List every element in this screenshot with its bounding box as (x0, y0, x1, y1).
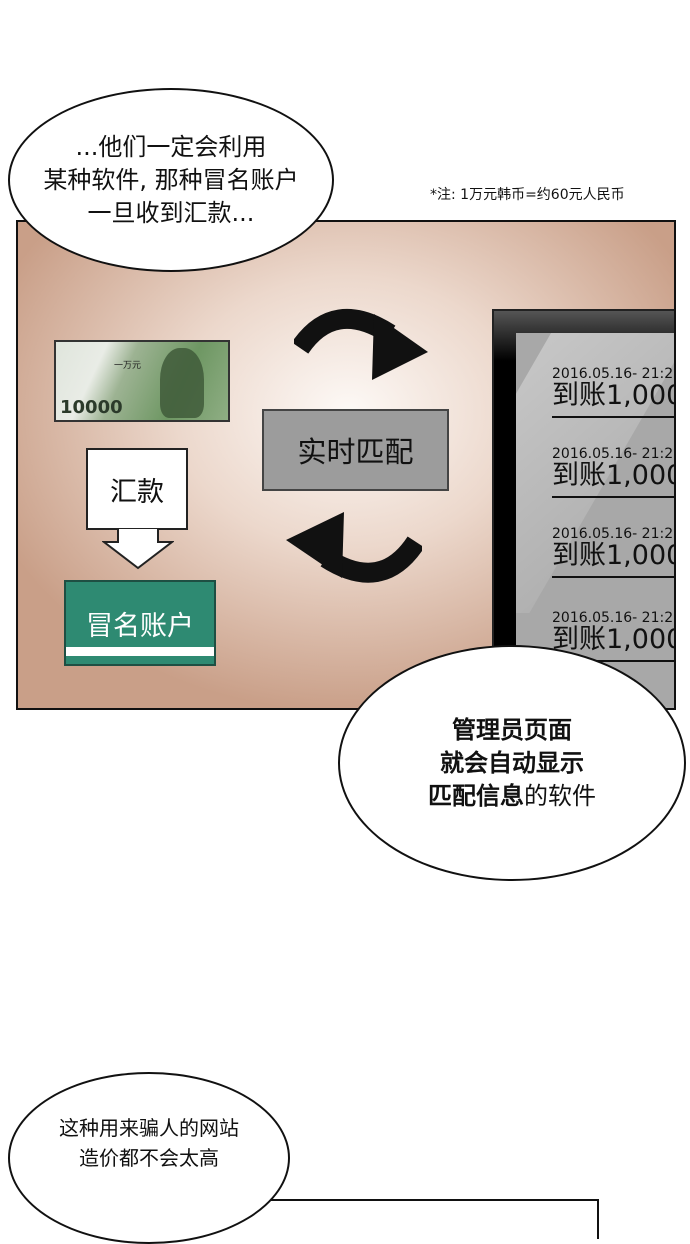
curved-arrow-bottom-icon (286, 512, 422, 583)
bubble-line: 这种用来骗人的网站 (59, 1116, 239, 1140)
speech-bubble-bottom: 这种用来骗人的网站造价都不会太高 (8, 1072, 290, 1244)
curved-arrow-top-icon (294, 309, 428, 380)
speech-bubble-right: 管理员页面 就会自动显示 匹配信息的软件 (338, 645, 686, 881)
match-label: 实时匹配 (297, 435, 414, 469)
down-arrow-icon (102, 528, 174, 570)
bubble-line: ...他们一定会利用 (75, 132, 267, 161)
banknote-word: 一万元 (114, 361, 142, 371)
account-label: 冒名账户 (86, 611, 194, 642)
entry-date: 2016.05.16- 21:22 (552, 610, 676, 626)
portrait-image (160, 348, 204, 418)
bubble-line: 匹配信息的软件 (428, 780, 596, 813)
entry-date: 2016.05.16- 21:22 (552, 366, 676, 382)
bubble-line: 就会自动显示 (440, 748, 584, 777)
banknote-value: 10000 (60, 397, 123, 418)
entry-amount: 到账1,000 (552, 460, 676, 491)
entry-amount: 到账1,000 (552, 540, 676, 571)
footnote: *注: 1万元韩币=约60元人民币 (430, 187, 625, 203)
entry-date: 2016.05.16- 21:22 (552, 526, 676, 542)
bubble-bold-text: 匹配信息 (428, 781, 524, 810)
bubble-line: 管理员页面 (452, 715, 572, 744)
entry-amount: 到账1,000 (552, 624, 676, 655)
fake-account-box: 冒名账户 (64, 580, 216, 666)
entry-date: 2016.05.16- 21:22 (552, 446, 676, 462)
bubble-text: 的软件 (524, 781, 596, 810)
bubble-line: 造价都不会太高 (79, 1146, 219, 1170)
realtime-match-box: 实时匹配 (262, 409, 449, 491)
send-label: 汇款 (110, 476, 164, 508)
bubble-line: 某种软件, 那种冒名账户 (43, 165, 299, 194)
speech-bubble-top: ...他们一定会利用 某种软件, 那种冒名账户 一旦收到汇款... (8, 88, 334, 272)
entry-amount: 到账1,000 (552, 380, 676, 411)
next-panel-border (265, 1199, 599, 1239)
bubble-text-block: 这种用来骗人的网站造价都不会太高 (59, 1113, 239, 1173)
comic-panel: 一万元 10000 汇款 冒名账户 实时匹配 2016.05.16- 21:22… (16, 220, 676, 710)
banknote-image: 一万元 10000 (54, 340, 230, 422)
bubble-line: 一旦收到汇款... (87, 198, 255, 227)
send-label-box: 汇款 (86, 448, 188, 530)
